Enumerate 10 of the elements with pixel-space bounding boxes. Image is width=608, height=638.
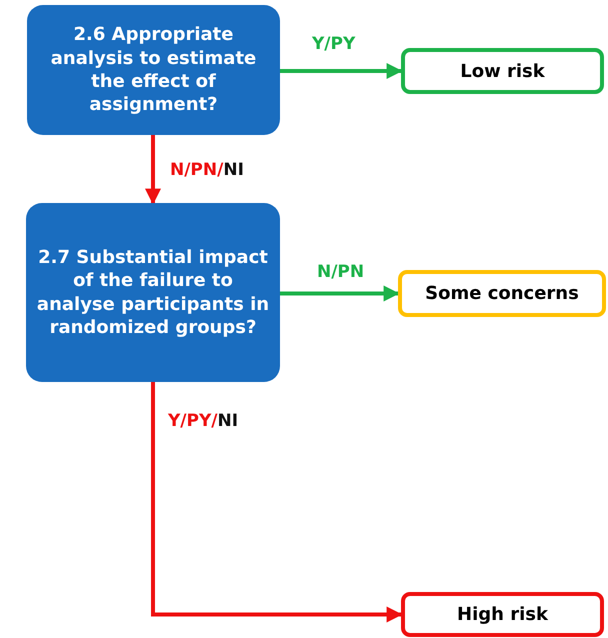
arrow bbox=[151, 382, 403, 622]
question-box: 2.7 Substantial impact of the failure to analyse participants in randomized groups? bbox=[26, 203, 280, 382]
outcome-box: Some concerns bbox=[398, 270, 606, 317]
arrow bbox=[145, 135, 161, 205]
outcome-box: Low risk bbox=[401, 48, 604, 94]
outcome-box: High risk bbox=[401, 592, 604, 637]
arrow bbox=[280, 63, 403, 79]
question-box: 2.6 Appropriate analysis to estimate the effect of assignment? bbox=[27, 5, 280, 135]
arrow bbox=[280, 286, 400, 302]
edge-label: Y/PY bbox=[310, 34, 358, 54]
